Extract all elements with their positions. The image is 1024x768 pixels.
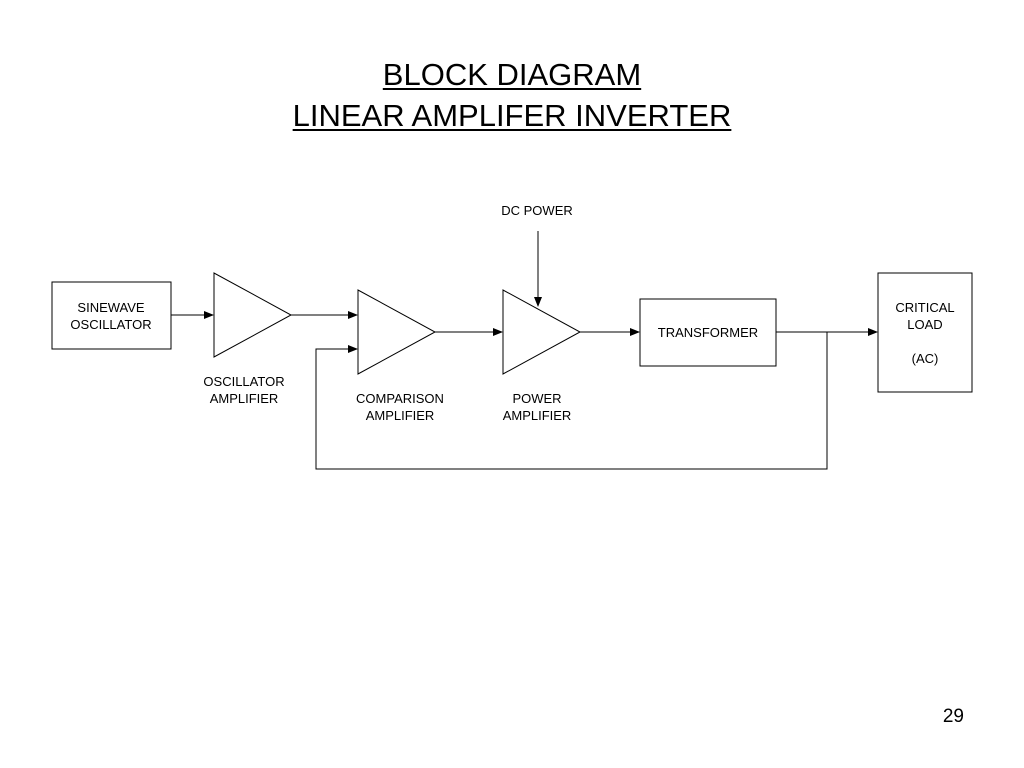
comparison-amplifier-triangle: [357, 289, 437, 375]
power-amplifier-triangle: [502, 289, 582, 375]
oscillator-amplifier-label-line-1: OSCILLATOR: [203, 374, 284, 389]
critical-load-label-line-1: CRITICAL: [895, 300, 954, 315]
dc-power-label: DC POWER: [501, 203, 573, 218]
comparison-amplifier-label-line-1: COMPARISON: [356, 391, 444, 406]
sinewave-oscillator-label-line-1: SINEWAVE: [77, 300, 145, 315]
critical-load-label-line-3: (AC): [912, 351, 939, 366]
comparison-amplifier-label-line-2: AMPLIFIER: [366, 408, 435, 423]
slide-title-line-1: BLOCK DIAGRAM: [382, 57, 642, 92]
sinewave-oscillator-label-line-2: OSCILLATOR: [70, 317, 151, 332]
critical-load-label-line-2: LOAD: [907, 317, 942, 332]
oscillator-amplifier-label-line-2: AMPLIFIER: [210, 391, 279, 406]
power-amplifier-label-line-2: AMPLIFIER: [503, 408, 572, 423]
sinewave-oscillator-block: [51, 281, 172, 350]
transformer-label: TRANSFORMER: [658, 325, 758, 340]
slide-title-line-2: LINEAR AMPLIFER INVERTER: [292, 98, 732, 133]
power-amplifier-label-line-1: POWER: [512, 391, 561, 406]
oscillator-amplifier-triangle: [213, 272, 293, 358]
critical-load-block: [877, 272, 973, 393]
page-number: 29: [942, 706, 964, 727]
feedback-loop-line: [315, 332, 828, 470]
transformer-block: [639, 298, 777, 367]
